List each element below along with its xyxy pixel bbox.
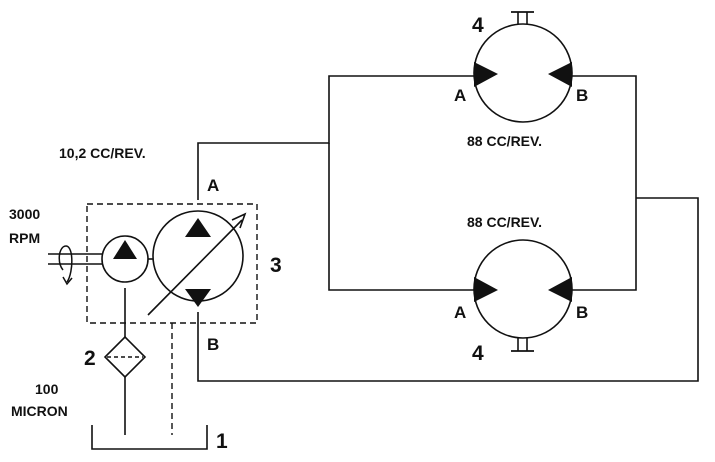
pump-port-a-label: A [207,176,219,195]
pump-port-b-label: B [207,335,219,354]
charge-pump-arrow-icon [113,240,137,259]
pump-port-b-arrow-icon [185,289,211,307]
variable-displacement-arrow [147,219,243,316]
line-motors-b-to-pump-b [197,197,699,382]
motor-top-port-a-arrow-icon [474,62,498,87]
line-pump-a-to-motors-a [197,75,474,200]
motor-top-port-b-label: B [576,86,588,105]
motor-top-port-a-label: A [454,86,466,105]
filter-symbol [103,335,147,379]
line-motors-b [572,75,637,291]
line-motors-a-branch [328,143,474,291]
motor-bottom-port-b-arrow-icon [548,277,572,302]
motor-bottom-port-b-label: B [576,303,588,322]
variable-pump-symbol [147,210,247,316]
hydraulic-lines [48,75,699,435]
motor-bottom-port-a-arrow-icon [474,277,498,302]
drive-speed-value: 3000 [9,206,40,222]
motor-top-symbol [473,11,573,123]
reservoir-tank [91,425,208,450]
rotation-arrow-icon [58,245,73,286]
motor-bottom-port-a-label: A [454,303,466,322]
motor-bottom-displacement: 88 CC/REV. [467,214,542,230]
pump-displacement: 10,2 CC/REV. [59,145,146,161]
drive-speed-unit: RPM [9,230,40,246]
filter-rating-unit: MICRON [11,403,68,419]
pump-assembly-boundary [86,203,258,435]
reservoir [91,425,208,450]
pump-port-a-arrow-icon [185,218,211,237]
motor-top-port-b-arrow-icon [548,62,572,87]
charge-pump-symbol [101,235,149,283]
motor-bottom-number: 4 [472,342,484,365]
filter-rating-value: 100 [35,381,59,397]
motor-bottom-symbol [473,239,573,352]
variable-arrow-head-icon [231,212,247,229]
reservoir-number: 1 [216,430,228,453]
motor-top-number: 4 [472,14,484,37]
motor-top-displacement: 88 CC/REV. [467,133,542,149]
filter-number: 2 [84,347,96,370]
pump-number: 3 [270,254,282,277]
